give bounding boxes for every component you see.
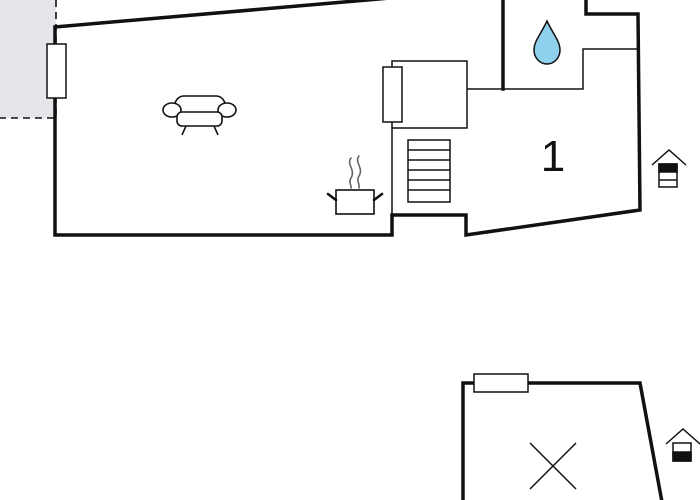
window-stair-wall [382, 66, 403, 123]
upper-outer-wall [53, 0, 642, 238]
window-left-wall [46, 43, 67, 99]
lower-room-wall [461, 381, 664, 500]
cross-icon [529, 442, 577, 490]
house-exit-icon-upper [651, 148, 687, 188]
window-lower-room [473, 373, 529, 393]
room-number-label: 1 [541, 132, 565, 181]
staircase-icon [407, 139, 451, 203]
water-drop-icon [533, 19, 561, 65]
sofa-icon [162, 95, 237, 136]
cooking-pot-icon [326, 155, 384, 215]
interior-walls [391, 48, 638, 215]
house-exit-icon-lower [665, 427, 700, 462]
